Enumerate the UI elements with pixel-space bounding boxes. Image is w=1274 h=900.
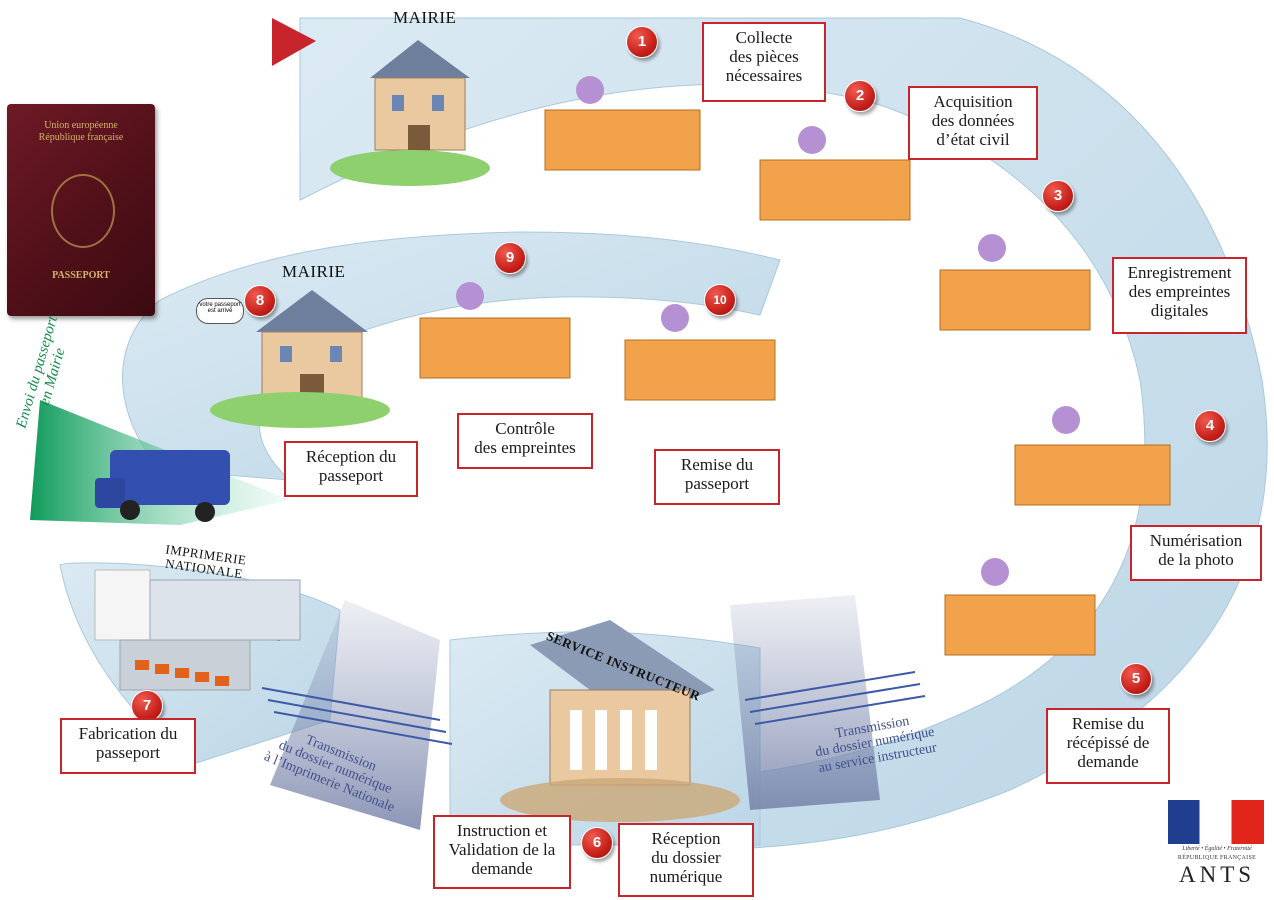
step-1-line-2: des pièces [729, 47, 799, 67]
logo-motto: Liberté • Égalité • Fraternité [1182, 846, 1252, 852]
step-1-line-3: nécessaires [725, 66, 803, 86]
step-3-line-1: Enregistrement [1127, 263, 1232, 282]
step-badge-8: 8 [244, 285, 276, 317]
step-badge-1: 1 [626, 26, 658, 58]
passport-title: PASSEPORT [52, 270, 110, 281]
step-3-line-3: digitales [1150, 301, 1209, 321]
step-label-10: Remise du passeport [654, 449, 780, 505]
step-1-line-1: Collecte [735, 28, 793, 47]
desks [419, 109, 1171, 656]
step-8-line-2: passeport [318, 466, 384, 486]
passport-image: Union européenne République française PA… [7, 104, 155, 316]
step-label-4: Numérisation de la photo [1130, 525, 1262, 581]
step-badge-5: 5 [1120, 663, 1152, 695]
step-badge-3: 3 [1042, 180, 1074, 212]
start-arrow-icon [272, 18, 316, 66]
step-label-8: Réception du passeport [284, 441, 418, 497]
step-10-line-2: passeport [684, 474, 750, 494]
passport-emblem-icon [51, 174, 115, 248]
ants-logo-text: ANTS [1178, 862, 1256, 887]
service-instructeur-building [500, 620, 740, 822]
step-2-line-1: Acquisition [933, 92, 1013, 111]
passport-line1: Union européenne [44, 120, 118, 131]
speech-bubble: votre passeport est arrivé [196, 298, 244, 324]
step-6-right-line-1: Réception [651, 829, 721, 848]
marianne-flag-logo [1168, 800, 1264, 844]
step-label-3: Enregistrement des empreintes digitales [1112, 257, 1247, 334]
step-6-left-line-2: Validation de la [448, 840, 556, 860]
step-badge-9: 9 [494, 242, 526, 274]
step-label-5: Remise du récépissé de demande [1046, 708, 1170, 784]
step-4-line-1: Numérisation [1149, 531, 1243, 550]
mairie-bottom-title: MAIRIE [282, 262, 346, 281]
step-10-line-1: Remise du [680, 455, 754, 474]
step-label-6-left: Instruction et Validation de la demande [433, 815, 571, 889]
mairie-top-title: MAIRIE [393, 8, 457, 27]
step-badge-4: 4 [1194, 410, 1226, 442]
step-6-right-line-3: numérique [649, 867, 723, 887]
step-5-line-2: récépissé de [1066, 733, 1150, 753]
step-6-left-line-1: Instruction et [456, 821, 548, 840]
step-badge-7: 7 [131, 690, 163, 722]
step-5-line-3: demande [1077, 752, 1139, 772]
logo-republic: RÉPUBLIQUE FRANÇAISE [1177, 855, 1257, 861]
step-badge-10: 10 [704, 284, 736, 316]
step-badge-6: 6 [581, 827, 613, 859]
clerks [456, 76, 1080, 586]
step-label-1: Collecte des pièces nécessaires [702, 22, 826, 102]
step-3-line-2: des empreintes [1128, 282, 1231, 302]
imprimerie-machine [94, 569, 301, 691]
step-9-line-1: Contrôle [495, 419, 555, 438]
step-7-line-2: passeport [95, 743, 161, 763]
step-7-line-1: Fabrication du [78, 724, 178, 743]
step-label-6-right: Réception du dossier numérique [618, 823, 754, 897]
step-2-line-2: des données [931, 111, 1015, 131]
step-8-line-1: Réception du [305, 447, 397, 466]
step-label-9: Contrôle des empreintes [457, 413, 593, 469]
step-4-line-2: de la photo [1158, 550, 1234, 570]
step-6-left-line-3: demande [471, 859, 533, 879]
step-5-line-1: Remise du [1071, 714, 1145, 733]
mairie-bottom-building [210, 290, 390, 428]
step-6-right-line-2: du dossier [651, 848, 721, 868]
mairie-top-building [330, 40, 490, 186]
step-label-2: Acquisition des données d’état civil [908, 86, 1038, 160]
step-9-line-2: des empreintes [474, 438, 576, 458]
armored-van [95, 450, 230, 522]
passport-line2: République française [38, 132, 124, 143]
binary-flow-right [744, 671, 926, 725]
step-label-7: Fabrication du passeport [60, 718, 196, 774]
step-badge-2: 2 [844, 80, 876, 112]
step-2-line-3: d’état civil [936, 130, 1010, 150]
